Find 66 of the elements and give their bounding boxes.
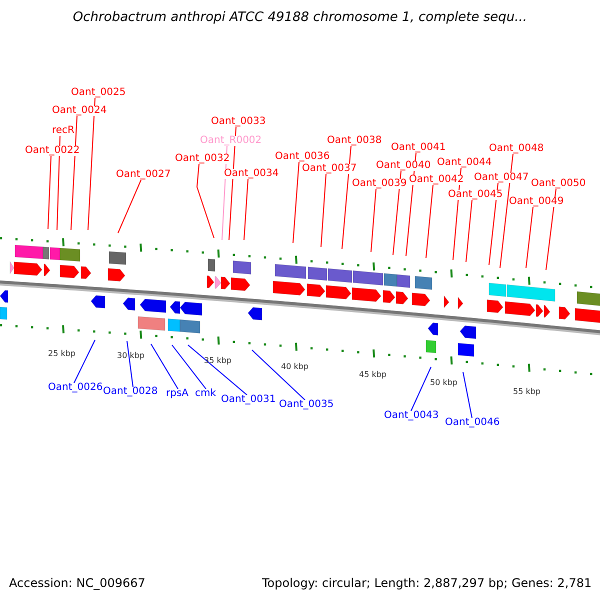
- leader-line: [342, 146, 352, 250]
- gene-label: Oant_0034: [224, 169, 279, 179]
- gene-label: Oant_0043: [384, 411, 439, 421]
- leader-line: [252, 350, 306, 400]
- leader-line: [88, 98, 96, 230]
- scale-label: 30 kbp: [117, 352, 145, 360]
- leader-line: [546, 188, 556, 270]
- gene-label: Oant_0037: [302, 164, 357, 174]
- leader-line: [462, 372, 472, 418]
- gene-label: Oant_0038: [327, 136, 382, 146]
- scale-label: 40 kbp: [281, 363, 309, 371]
- chart-title: Ochrobactrum anthropi ATCC 49188 chromosome 1, complete sequ...: [72, 11, 528, 24]
- gene-label: Oant_0032: [175, 154, 230, 164]
- leader-line: [244, 178, 248, 240]
- leader-line: [150, 344, 178, 390]
- leader-line: [228, 126, 236, 240]
- gene-label: Oant_0025: [71, 88, 126, 98]
- leader-line: [392, 170, 402, 256]
- gene-label: Oant_0044: [437, 158, 492, 168]
- gene-label: Oant_0031: [221, 395, 276, 405]
- gene-label: Oant_0040: [376, 161, 431, 171]
- gene-label: Oant_0041: [391, 143, 446, 153]
- leader-line: [500, 154, 514, 268]
- leader-line: [292, 162, 300, 244]
- gene-label: Oant_0047: [474, 173, 529, 183]
- scale-label: 55 kbp: [513, 388, 541, 396]
- scale-label: 45 kbp: [359, 371, 387, 379]
- scale-label: 25 kbp: [48, 350, 76, 358]
- gene-label: cmk: [195, 389, 216, 399]
- leader-line: [126, 340, 134, 388]
- leader-line: [196, 164, 214, 238]
- gene-label: Oant_0024: [52, 106, 107, 116]
- leader-line: [526, 206, 534, 268]
- gene-label: Oant_0048: [489, 144, 544, 154]
- leader-line: [48, 156, 52, 230]
- gene-label: Oant_0050: [531, 179, 586, 189]
- gene-label: Oant_0027: [116, 170, 171, 180]
- gene-label: Oant_0035: [279, 400, 334, 410]
- gene-label: Oant_R0002: [200, 136, 262, 146]
- gene-label: Oant_0046: [445, 418, 500, 428]
- gene-label: Oant_0036: [275, 152, 330, 162]
- gene-label: Oant_0045: [448, 190, 503, 200]
- leader-line: [118, 180, 142, 234]
- gene-label: Oant_0039: [352, 179, 407, 189]
- gene-label: Oant_0033: [211, 117, 266, 127]
- leader-line: [410, 366, 432, 412]
- gene-label: rpsA: [166, 389, 189, 399]
- leader-line: [188, 344, 248, 396]
- leader-line: [426, 184, 434, 258]
- gene-label: recR: [52, 126, 74, 136]
- gene-label: Oant_0049: [509, 197, 564, 207]
- gene-label: Oant_0022: [25, 146, 80, 156]
- leader-line: [370, 188, 376, 252]
- leader-line: [56, 136, 60, 230]
- leader-line: [466, 200, 472, 262]
- gene-label: Oant_0026: [48, 383, 103, 393]
- genome-info-text: Topology: circular; Length: 2,887,297 bp; Genes: 2,781: [262, 577, 592, 589]
- gene-label: Oant_0042: [409, 175, 464, 185]
- gene-label: Oant_0028: [103, 387, 158, 397]
- leader-line: [488, 182, 498, 266]
- accession-text: Accession: NC_009667: [9, 577, 146, 589]
- leader-line: [172, 344, 206, 390]
- leader-line: [320, 174, 326, 248]
- leader-line: [70, 116, 78, 230]
- leader-line: [74, 340, 96, 384]
- scale-label: 50 kbp: [430, 379, 458, 387]
